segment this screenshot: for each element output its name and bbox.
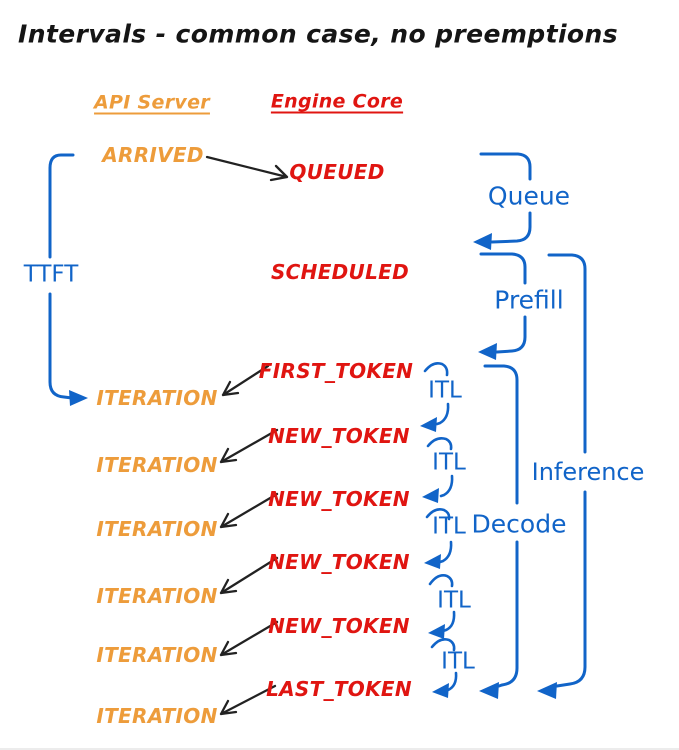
connector-new-token-1-iteration-2 [219,428,279,464]
decode-bracket-top [483,364,519,505]
ttft-bracket-bottom [48,292,74,400]
event-new-token-1: NEW_TOKEN [268,424,410,448]
interval-label-itl-2: ITL [432,449,466,476]
connector-last-token-iteration-6 [219,684,277,716]
interval-label-decode: Decode [471,509,567,539]
event-iteration-5: ITERATION [96,643,218,667]
prefill-bracket-top [479,252,527,285]
event-new-token-4: NEW_TOKEN [268,614,410,638]
connector-new-token-4-iteration-5 [219,620,279,657]
decode-arrowhead [479,682,499,699]
decode-bracket-bottom [497,540,519,688]
event-scheduled: SCHEDULED [270,260,410,284]
queue-arrowhead [473,233,492,250]
inference-arrowhead [537,682,557,699]
interval-label-inference: Inference [531,458,645,486]
itl-1-arc [423,362,449,377]
connector-new-token-2-iteration-3 [219,492,279,529]
column-header-engine-core: Engine Core [270,90,404,113]
event-new-token-3: NEW_TOKEN [268,550,410,574]
itl-4-arc [428,574,454,588]
column-header-api-server: API Server [94,91,210,114]
connector-arrived-queued [205,155,289,182]
prefill-arrowhead [478,343,497,360]
itl-2-curl [439,474,454,498]
inference-bracket-bottom [555,490,587,688]
interval-label-queue: Queue [487,181,571,211]
interval-label-itl-5: ITL [441,648,475,675]
itl-4-curl [441,610,456,633]
itl-2-arc [426,437,453,451]
interval-label-itl-3: ITL [432,513,466,540]
event-iteration-2: ITERATION [96,453,218,477]
itl-5-arrowhead [432,683,449,698]
inference-bracket-top [547,253,587,454]
itl-3-arc [425,508,451,521]
event-last-token: LAST_TOKEN [266,677,412,701]
event-iteration-1: ITERATION [96,386,218,410]
diagram-title: Intervals - common case, no preemptions [18,19,618,49]
interval-label-ttft: TTFT [23,261,79,288]
ttft-arrowhead [69,390,88,406]
event-iteration-4: ITERATION [96,584,218,608]
itl-1-arrowhead [420,417,437,432]
ttft-bracket-top [48,153,75,259]
queue-bracket-top [479,152,532,181]
event-new-token-2: NEW_TOKEN [268,487,410,511]
interval-label-prefill: Prefill [494,285,564,315]
itl-3-curl [438,540,453,564]
itl-3-arrowhead [424,554,441,569]
connector-new-token-3-iteration-4 [219,556,279,595]
event-queued: QUEUED [289,160,385,184]
interval-label-itl-1: ITL [428,377,462,404]
queue-bracket-bottom [490,211,532,244]
connector-first-token-iteration-1 [221,364,270,397]
itl-1-curl [435,402,450,426]
itl-4-arrowhead [428,624,445,639]
interval-label-itl-4: ITL [437,587,471,614]
itl-5-arc [430,638,456,652]
event-arrived: ARRIVED [102,143,204,167]
prefill-bracket-bottom [495,315,527,354]
event-iteration-6: ITERATION [96,704,218,728]
itl-2-arrowhead [422,488,439,503]
event-iteration-3: ITERATION [96,517,218,541]
event-first-token: FIRST_TOKEN [258,359,414,383]
